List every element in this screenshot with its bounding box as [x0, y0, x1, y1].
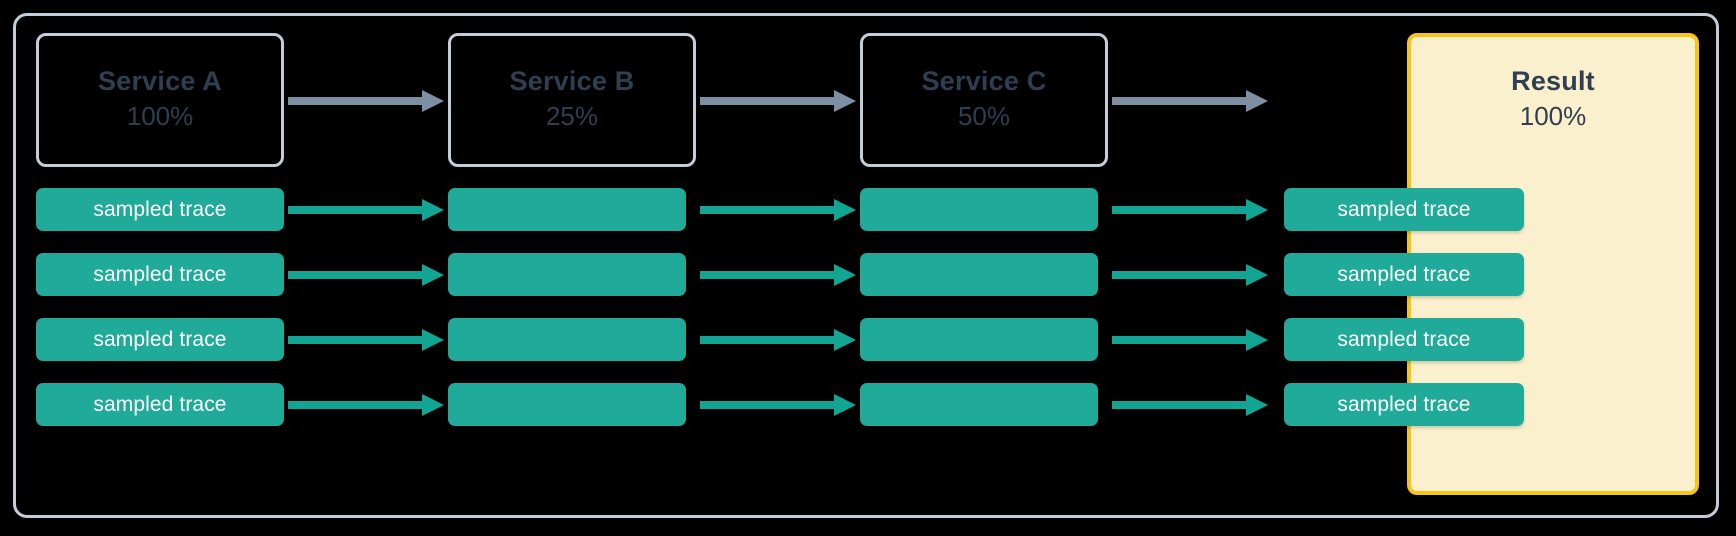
service-box-service-c[interactable]: Service C 50%	[860, 33, 1108, 167]
trace-bar-row4-result[interactable]: sampled trace	[1284, 383, 1524, 426]
trace-arrow-row4-b-to-c	[700, 393, 856, 417]
trace-arrow-row4-c-to-result	[1112, 393, 1268, 417]
trace-bar-label: sampled trace	[93, 262, 227, 286]
trace-bar-row2-service-b[interactable]	[448, 253, 686, 296]
service-arrow-b-to-c	[700, 89, 856, 113]
trace-arrow-row3-a-to-b	[288, 328, 444, 352]
service-title: Service C	[921, 66, 1047, 97]
trace-bar-row4-service-a[interactable]: sampled trace	[36, 383, 284, 426]
trace-bar-label: sampled trace	[93, 197, 227, 221]
service-title: Service B	[509, 66, 635, 97]
trace-bar-label: sampled trace	[93, 392, 227, 416]
service-arrow-a-to-b	[288, 89, 444, 113]
trace-arrow-row2-a-to-b	[288, 263, 444, 287]
service-title: Service A	[98, 66, 222, 97]
service-percent: 25%	[545, 101, 599, 132]
trace-arrow-row3-b-to-c	[700, 328, 856, 352]
trace-arrow-row2-c-to-result	[1112, 263, 1268, 287]
trace-bar-row1-service-b[interactable]	[448, 188, 686, 231]
trace-bar-label: sampled trace	[1337, 327, 1471, 351]
service-percent: 50%	[957, 101, 1011, 132]
trace-arrow-row1-c-to-result	[1112, 198, 1268, 222]
trace-bar-row4-service-b[interactable]	[448, 383, 686, 426]
trace-bar-row1-service-c[interactable]	[860, 188, 1098, 231]
service-arrow-c-to-result	[1112, 89, 1268, 113]
trace-bar-row1-service-a[interactable]: sampled trace	[36, 188, 284, 231]
trace-bar-row4-service-c[interactable]	[860, 383, 1098, 426]
service-percent: 100%	[126, 101, 194, 132]
trace-bar-row3-service-a[interactable]: sampled trace	[36, 318, 284, 361]
trace-arrow-row1-a-to-b	[288, 198, 444, 222]
trace-bar-label: sampled trace	[1337, 197, 1471, 221]
trace-bar-row3-service-b[interactable]	[448, 318, 686, 361]
trace-bar-row2-service-c[interactable]	[860, 253, 1098, 296]
trace-arrow-row1-b-to-c	[700, 198, 856, 222]
trace-bar-row3-result[interactable]: sampled trace	[1284, 318, 1524, 361]
trace-bar-row2-service-a[interactable]: sampled trace	[36, 253, 284, 296]
service-box-service-b[interactable]: Service B 25%	[448, 33, 696, 167]
trace-bar-label: sampled trace	[1337, 392, 1471, 416]
trace-bar-row2-result[interactable]: sampled trace	[1284, 253, 1524, 296]
trace-bar-label: sampled trace	[93, 327, 227, 351]
trace-arrow-row2-b-to-c	[700, 263, 856, 287]
trace-bar-row3-service-c[interactable]	[860, 318, 1098, 361]
trace-arrow-row4-a-to-b	[288, 393, 444, 417]
trace-arrow-row3-c-to-result	[1112, 328, 1268, 352]
trace-bar-row1-result[interactable]: sampled trace	[1284, 188, 1524, 231]
service-box-service-a[interactable]: Service A 100%	[36, 33, 284, 167]
trace-bar-label: sampled trace	[1337, 262, 1471, 286]
outer-frame	[13, 13, 1719, 518]
